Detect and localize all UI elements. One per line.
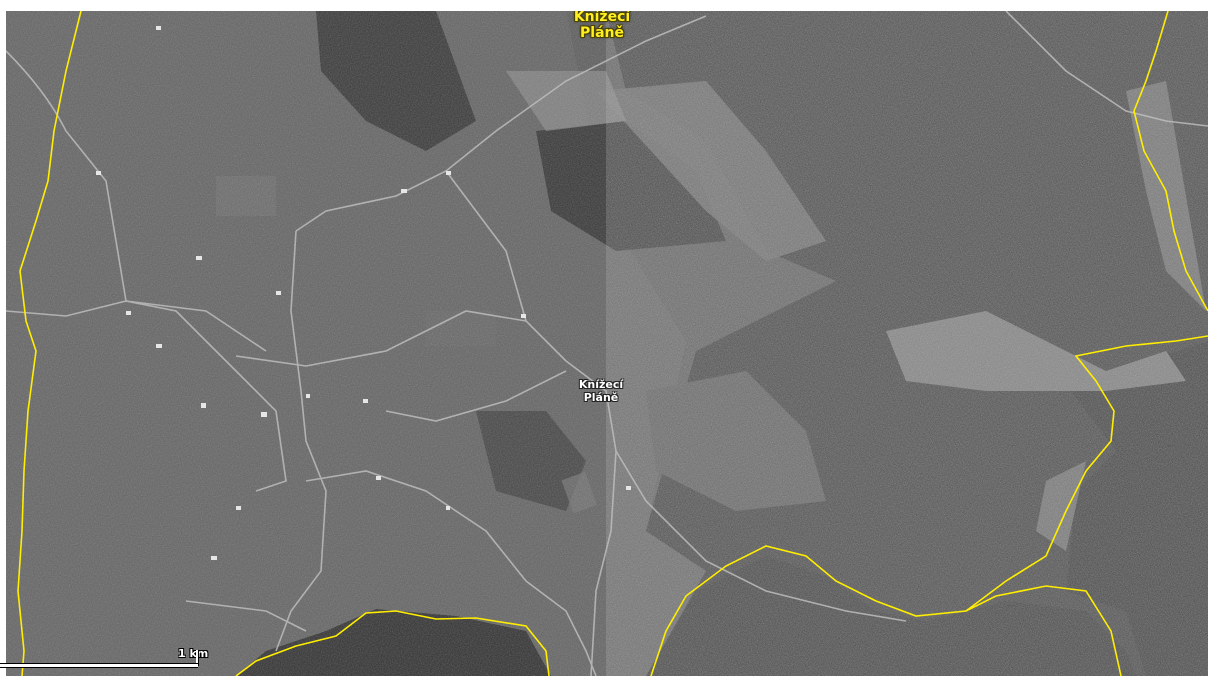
place-label-center: Knížecí Pláně — [556, 378, 646, 404]
scale-bar-line — [0, 663, 198, 668]
place-label-center-line2: Pláně — [583, 390, 619, 404]
place-label-top: Knížecí Pláně — [542, 11, 662, 41]
aerial-map[interactable]: Knížecí Pláně Knížecí Pláně — [6, 11, 1208, 676]
place-label-center-line1: Knížecí — [578, 378, 624, 391]
place-label-top-line1: Knížecí — [573, 11, 631, 25]
scale-bar: 1 km — [0, 647, 210, 668]
place-label-top-line2: Pláně — [580, 25, 624, 42]
aerial-imagery — [6, 11, 1208, 676]
scale-bar-tick — [196, 650, 199, 666]
scale-bar-label: 1 km — [178, 647, 209, 660]
